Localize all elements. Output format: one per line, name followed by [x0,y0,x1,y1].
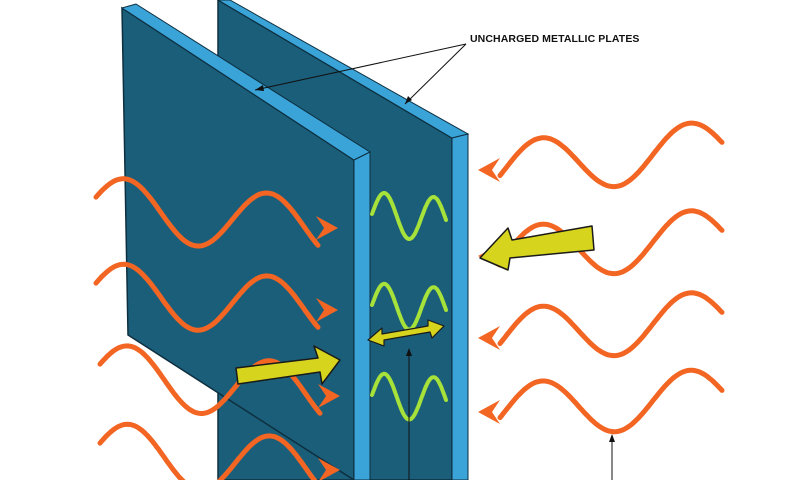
pointer-line-front-plate [254,43,467,91]
label-pointers [254,43,467,105]
left-force-arrow [479,225,595,271]
arrow-head-icon [405,96,412,104]
right-force-arrow [235,345,341,385]
bottom-pointers [406,348,615,480]
pointer-line-back-plate [404,43,467,105]
arrow-head-icon [318,384,340,408]
double-headed-arrow [367,319,445,347]
arrow-head-icon [318,458,340,480]
wave-line [497,367,725,435]
arrow-head-icon [316,216,338,240]
arrow-head-icon [609,434,615,442]
arrow-head-icon [406,348,412,356]
wave-line [93,176,321,249]
arrow-head-icon [478,158,500,182]
arrow-head-icon [255,85,264,91]
double-headed-arrow-icon [367,319,445,347]
wave-line [93,261,321,333]
wave-line [97,421,318,480]
block-arrow-icon [479,225,595,271]
block-arrow-icon [235,345,341,385]
arrow-head-icon [478,400,500,424]
arrow-head-icon [316,298,338,322]
back-plate-side-edge [451,133,469,480]
front-plate-side-edge [353,151,371,480]
right-outer-waves [478,120,725,435]
arrow-head-icon [478,326,500,350]
wave-line [370,191,448,241]
plates-label: UNCHARGED METALLIC PLATES [470,33,640,45]
left-outer-waves [93,176,340,480]
wave-line [497,290,725,359]
wave-line [497,120,725,190]
wave-line [497,208,725,277]
